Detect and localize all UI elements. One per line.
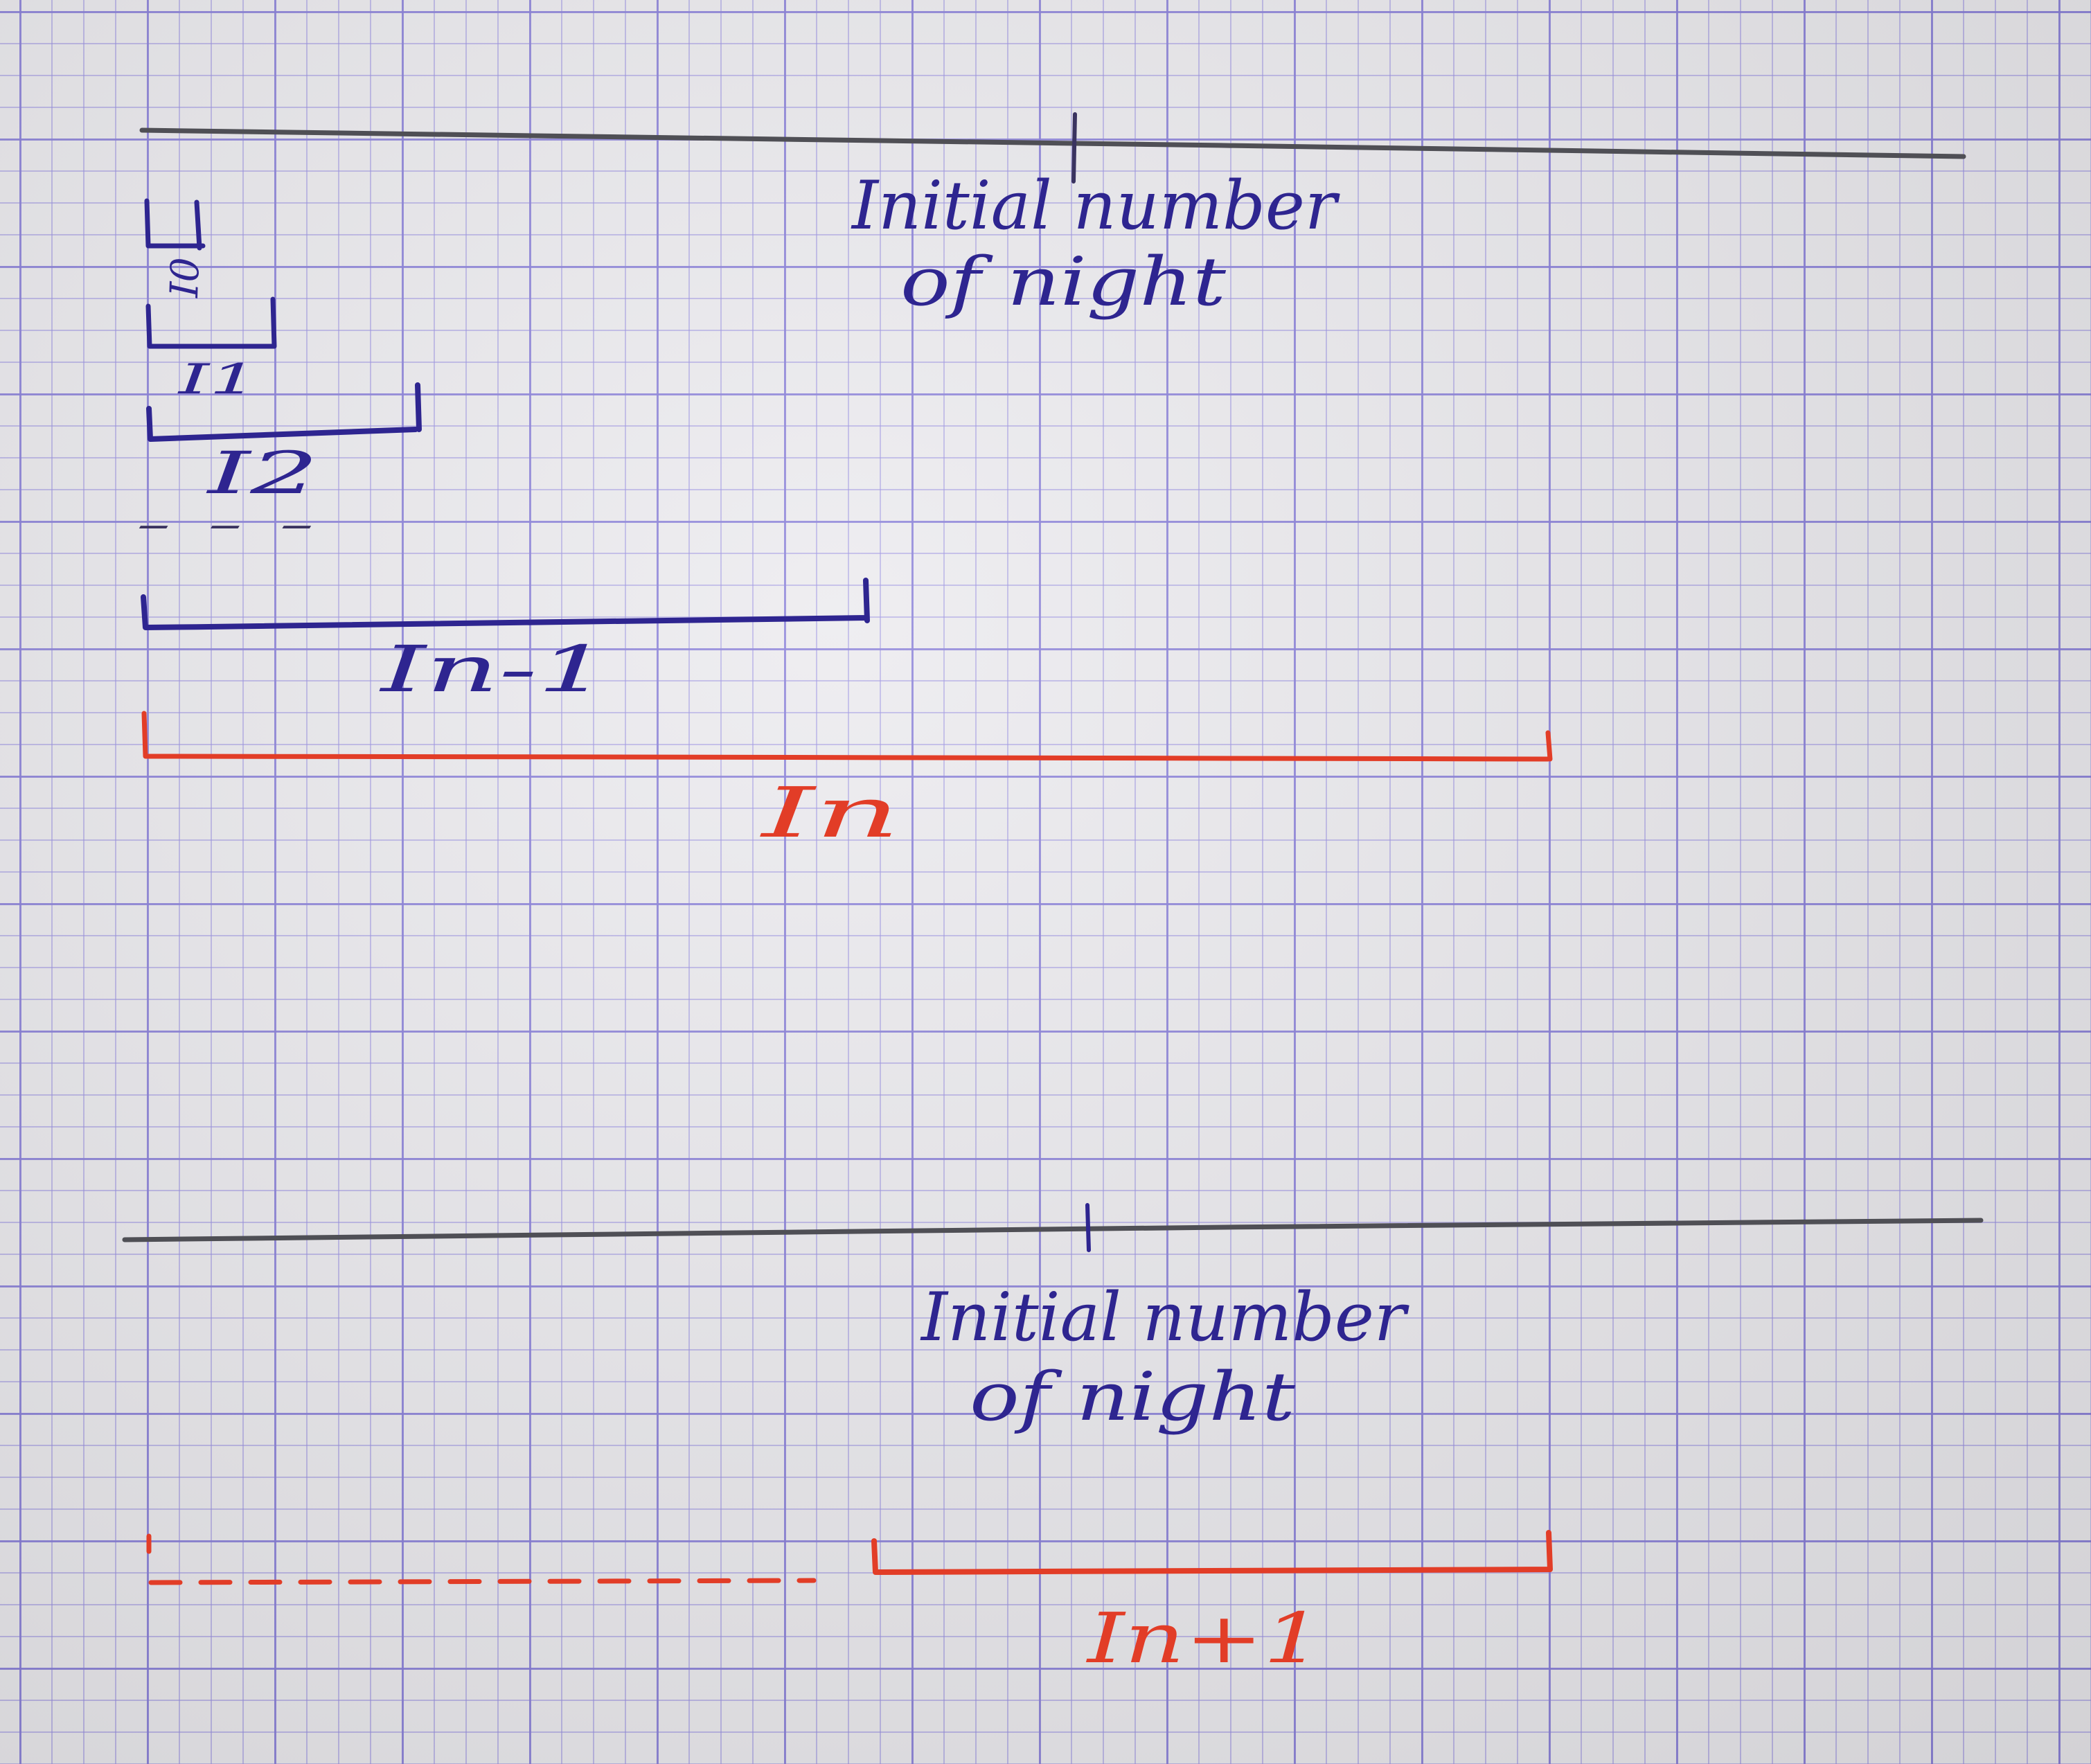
top-pencil-line — [139, 127, 1966, 159]
interval-in-minus-1-label: In-1 — [378, 632, 609, 706]
interval-in-plus-1-label: In+1 — [1085, 1598, 1323, 1679]
bottom-pencil-line — [122, 1218, 1984, 1242]
interval-in-plus-1-bracket — [871, 1530, 1553, 1575]
bottom-initial-label-line2: of night — [970, 1358, 1296, 1436]
top-timeline: Initial number of night — [139, 112, 1966, 321]
interval-i0: I0 — [144, 198, 208, 299]
bottom-initial-tick — [1085, 1203, 1091, 1252]
interval-i2-bracket — [146, 382, 422, 442]
top-initial-tick — [1071, 112, 1077, 184]
interval-i1-label: I1 — [177, 355, 258, 404]
interval-i0-bracket — [144, 198, 206, 251]
interval-i1-bracket — [145, 296, 277, 349]
interval-in-minus-1: In-1 — [141, 578, 870, 706]
bottom-initial-label-line1: Initial number — [920, 1279, 1409, 1356]
interval-in-bracket — [141, 711, 1553, 762]
interval-in-plus-1: In+1 — [871, 1530, 1553, 1679]
interval-in-label: In — [759, 772, 900, 853]
interval-in-minus-1-bracket — [141, 578, 870, 630]
interval-ellipsis: - - - — [135, 504, 315, 546]
bottom-timeline: Initial number of night — [122, 1203, 1984, 1436]
top-initial-label-line2: of night — [900, 243, 1227, 321]
interval-i2-label: I2 — [205, 439, 319, 507]
interval-i0-label: I0 — [162, 257, 208, 299]
top-initial-label-line1: Initial number — [851, 167, 1340, 244]
interval-i2: I2 — [146, 382, 422, 507]
bottom-dashed-extension — [146, 1533, 817, 1585]
interval-in: In — [141, 711, 1553, 853]
interval-i1: I1 — [145, 296, 277, 404]
